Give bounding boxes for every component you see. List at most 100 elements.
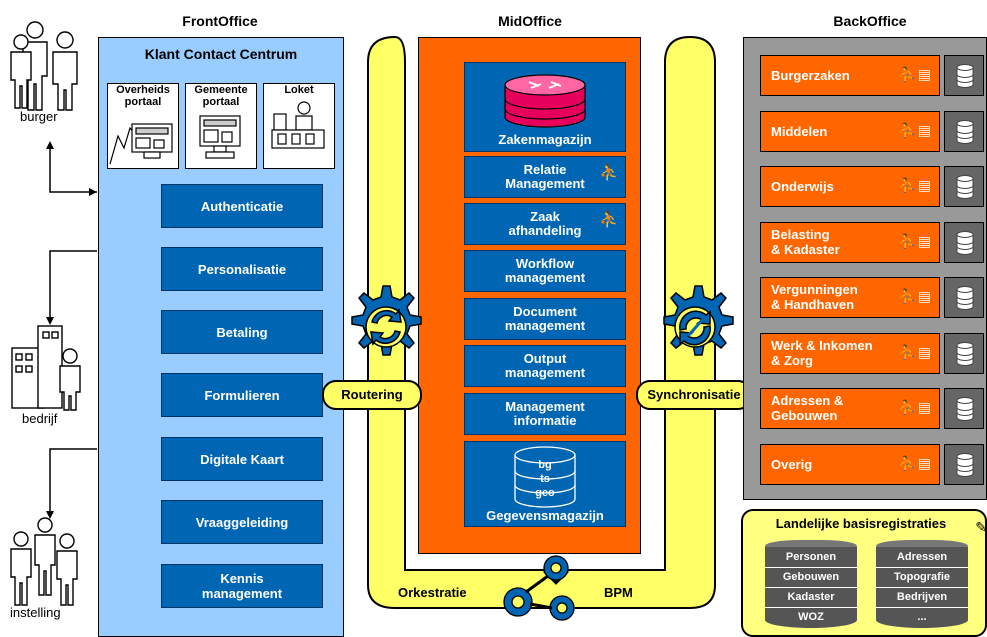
authenticatie-button[interactable]: Authenticatie	[161, 184, 323, 228]
backoffice-row-middelen[interactable]: Middelen⛹▤	[760, 111, 940, 152]
desk-worker-icon: ⛹	[599, 212, 619, 229]
instelling-people-icon	[10, 517, 78, 606]
button-label-line2: management	[504, 318, 586, 333]
row-label-line1: Burgerzaken	[771, 68, 850, 83]
backoffice-header: BackOffice	[833, 13, 907, 29]
button-label-line2: management	[201, 586, 283, 601]
button-label-line2: management	[504, 365, 586, 380]
bedrijf-building-icon	[11, 325, 81, 411]
registry-item: Adressen	[876, 547, 968, 568]
personalisatie-button[interactable]: Personalisatie	[161, 247, 323, 291]
registry-item: WOZ	[765, 608, 857, 628]
zakenmagazijn-block[interactable]: Zakenmagazijn	[464, 62, 626, 152]
button-label-line1: Personalisatie	[197, 261, 287, 277]
backoffice-rows: Burgerzaken⛹▤Middelen⛹▤Onderwijs⛹▤Belast…	[760, 55, 985, 495]
button-label-line1: Management	[505, 399, 585, 414]
formulieren-button[interactable]: Formulieren	[161, 373, 323, 417]
button-label-line2: afhandeling	[508, 223, 582, 238]
landelijke-basisregistraties-panel: Landelijke basisregistraties ✎ Personen …	[741, 509, 987, 637]
channel-label-line1: Gemeente	[194, 84, 248, 96]
row-label-line2: & Kadaster	[771, 242, 840, 257]
button-label-line2: informatie	[513, 413, 577, 428]
synchronisatie-gear-icon	[663, 285, 734, 356]
button-label-line1: Zaak	[530, 209, 560, 224]
bedrijf-connector	[49, 250, 97, 318]
row-label-line2: & Zorg	[771, 353, 813, 368]
gegevensmagazijn-block[interactable]: bg ts geo Gegevensmagazijn	[464, 441, 626, 527]
button-label-line1: Kennis	[220, 571, 264, 586]
digitale-kaart-button[interactable]: Digitale Kaart	[161, 437, 323, 481]
row-label-line2: Gebouwen	[771, 408, 838, 423]
pink-database-icon	[504, 74, 586, 128]
database-cylinder-icon	[956, 342, 974, 366]
row-label-line1: Onderwijs	[771, 179, 834, 194]
registry-cylinder-right: Adressen Topografie Bedrijven ...	[876, 540, 968, 632]
button-label-line1: Workflow	[515, 256, 575, 271]
routering-label: Routering	[322, 380, 422, 410]
backoffice-row-adressen[interactable]: Adressen &Gebouwen⛹▤	[760, 388, 940, 429]
database-cylinder-icon	[956, 231, 974, 255]
button-label-line1: Digitale Kaart	[200, 451, 284, 467]
desk-server-icon: ⛹▤	[898, 66, 933, 82]
row-label-line1: Middelen	[771, 124, 828, 139]
desk-server-icon: ⛹▤	[898, 233, 933, 249]
channel-loket[interactable]: Loket	[263, 83, 335, 169]
bedrijf-label: bedrijf	[22, 411, 58, 426]
zakenmagazijn-label: Zakenmagazijn	[498, 132, 592, 147]
registry-item: Kadaster	[765, 588, 857, 608]
database-cylinder-icon	[956, 397, 974, 421]
backoffice-database-box	[944, 277, 984, 318]
button-label-line1: Vraaggeleiding	[195, 514, 289, 530]
channel-label-line2: portaal	[124, 96, 162, 108]
desk-server-icon: ⛹▤	[898, 344, 933, 360]
database-cylinder-icon	[956, 286, 974, 310]
database-cylinder-icon	[956, 453, 974, 477]
backoffice-row-vergunningen[interactable]: Vergunningen& Handhaven⛹▤	[760, 277, 940, 318]
channel-gemeenteportaal[interactable]: Gemeente portaal	[185, 83, 257, 169]
backoffice-database-box	[944, 333, 984, 374]
frontoffice-header: FrontOffice	[182, 13, 258, 29]
backoffice-database-box	[944, 388, 984, 429]
backoffice-row-onderwijs[interactable]: Onderwijs⛹▤	[760, 166, 940, 207]
button-label-line1: Relatie	[523, 162, 567, 177]
button-label-line2: management	[504, 270, 586, 285]
database-cylinder-icon	[956, 175, 974, 199]
betaling-button[interactable]: Betaling	[161, 310, 323, 354]
desk-server-icon: ⛹▤	[898, 288, 933, 304]
registry-item: Bedrijven	[876, 588, 968, 608]
button-label-line2: Management	[505, 176, 585, 191]
frontoffice-panel: Klant Contact Centrum Overheids portaal …	[98, 37, 344, 637]
row-label-line1: Overig	[771, 457, 813, 472]
routering-gear-icon	[351, 285, 422, 356]
computer-monitor-icon	[199, 115, 241, 159]
midoffice-header: MidOffice	[498, 13, 562, 29]
backoffice-row-burgerzaken[interactable]: Burgerzaken ⛹▤	[760, 55, 940, 96]
database-cylinder-icon	[956, 120, 974, 144]
burger-connector	[49, 148, 97, 193]
db-label-geo: geo	[535, 487, 555, 499]
backoffice-row-belasting[interactable]: Belasting& Kadaster ⛹▤	[760, 222, 940, 263]
vraaggeleiding-button[interactable]: Vraaggeleiding	[161, 500, 323, 544]
backoffice-database-box	[944, 444, 984, 485]
backoffice-database-box	[944, 166, 984, 207]
row-label-line1: Adressen &	[771, 393, 844, 408]
synchronisatie-label: Synchronisatie	[636, 380, 752, 410]
channel-overheidsportaal[interactable]: Overheids portaal	[107, 83, 179, 169]
backoffice-row-overig[interactable]: Overig⛹▤	[760, 444, 940, 485]
burger-people-icon	[10, 21, 78, 111]
backoffice-row-werk-inkomen[interactable]: Werk & Inkomen& Zorg⛹▤	[760, 333, 940, 374]
db-label-ts: ts	[540, 473, 550, 485]
gegevensmagazijn-label: Gegevensmagazijn	[486, 508, 604, 523]
button-label-line1: Output	[523, 351, 567, 366]
row-label-line1: Belasting	[771, 227, 830, 242]
counter-clerk-icon	[271, 101, 325, 149]
